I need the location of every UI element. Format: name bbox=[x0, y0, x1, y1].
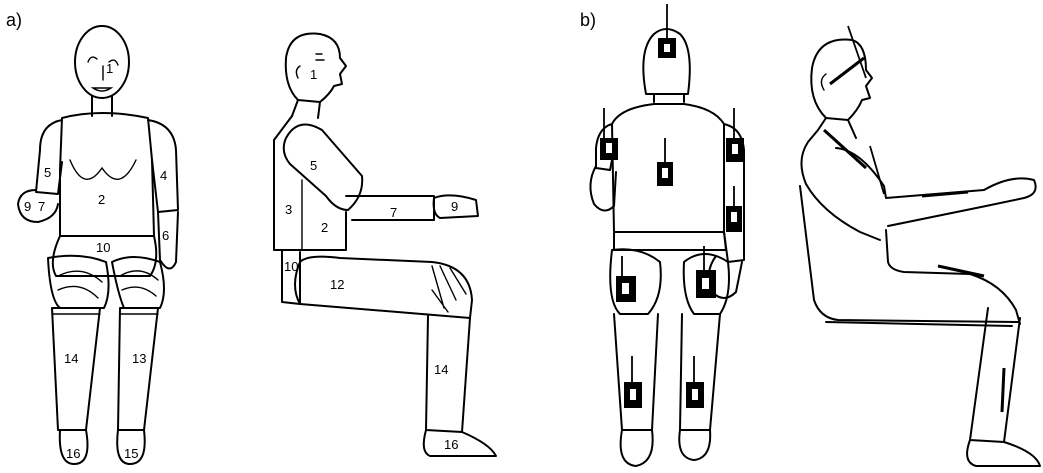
shin-side-b bbox=[970, 308, 1020, 442]
side-label: 1 bbox=[310, 67, 317, 82]
front-label: 2 bbox=[98, 192, 105, 207]
head-outline bbox=[75, 26, 129, 98]
sensor-forearm-right bbox=[726, 186, 742, 232]
sensor-chest bbox=[657, 138, 673, 186]
foot-side bbox=[424, 430, 496, 456]
sensor-forearm-side bbox=[922, 192, 968, 196]
front-label: 9 bbox=[24, 199, 31, 214]
front-label: 5 bbox=[44, 165, 51, 180]
thigh-left bbox=[48, 256, 109, 308]
front-label: 13 bbox=[132, 351, 146, 366]
sensor-upper-arm-right bbox=[726, 108, 744, 162]
foot-right-b bbox=[679, 430, 710, 460]
foot-side-b bbox=[967, 440, 1040, 466]
arm-side-b bbox=[836, 148, 1036, 226]
shin-right bbox=[118, 308, 158, 430]
pelvis-front-b bbox=[614, 232, 726, 250]
front-label: 14 bbox=[64, 351, 78, 366]
abdomen-side-b bbox=[886, 230, 1020, 324]
front-label: 4 bbox=[160, 168, 167, 183]
panel-a-label: a) bbox=[6, 10, 22, 30]
face-features bbox=[88, 57, 118, 91]
sensor-upper-arm-left bbox=[600, 108, 618, 160]
ear-side-b bbox=[821, 74, 826, 90]
shin-right-b bbox=[680, 314, 720, 430]
dummy-side-segmented: 1 2 3 5 7 9 10 12 14 16 bbox=[274, 34, 496, 457]
neck-side bbox=[292, 100, 320, 118]
panel-b-label: b) bbox=[580, 10, 596, 30]
dummy-side-sensors bbox=[800, 26, 1040, 466]
side-label: 10 bbox=[284, 259, 298, 274]
throat-side-b bbox=[848, 120, 856, 138]
foot-left-b bbox=[621, 430, 653, 466]
side-label: 3 bbox=[285, 202, 292, 217]
side-label: 9 bbox=[451, 199, 458, 214]
side-label: 12 bbox=[330, 277, 344, 292]
sensor-shin-left bbox=[624, 356, 642, 408]
shin-left bbox=[52, 308, 100, 430]
upper-arm-side bbox=[284, 125, 362, 210]
shin-left-b bbox=[614, 314, 658, 430]
side-label: 5 bbox=[310, 158, 317, 173]
dummy-front-sensors bbox=[590, 4, 744, 466]
front-label: 1 bbox=[106, 61, 113, 76]
side-label: 2 bbox=[321, 220, 328, 235]
front-label: 16 bbox=[66, 446, 80, 461]
upper-arm-left bbox=[36, 120, 62, 194]
head-side-b bbox=[811, 40, 872, 120]
sensor-head-side bbox=[830, 58, 864, 84]
side-label: 7 bbox=[390, 205, 397, 220]
chest-contour bbox=[70, 160, 136, 179]
front-label: 10 bbox=[96, 240, 110, 255]
side-label: 16 bbox=[444, 437, 458, 452]
sensor-shin-right bbox=[686, 356, 704, 408]
thigh-right bbox=[112, 257, 164, 308]
back-side-b bbox=[801, 118, 880, 240]
sensor-thigh-left bbox=[616, 256, 636, 302]
front-label: 6 bbox=[162, 228, 169, 243]
dummy-front-segmented: 1 2 4 5 6 7 9 10 13 14 15 16 bbox=[18, 26, 178, 464]
sensor-shin-side bbox=[1002, 368, 1004, 412]
side-label: 14 bbox=[434, 362, 448, 377]
front-label: 15 bbox=[124, 446, 138, 461]
neck-front-b bbox=[654, 94, 684, 102]
front-label: 7 bbox=[38, 199, 45, 214]
